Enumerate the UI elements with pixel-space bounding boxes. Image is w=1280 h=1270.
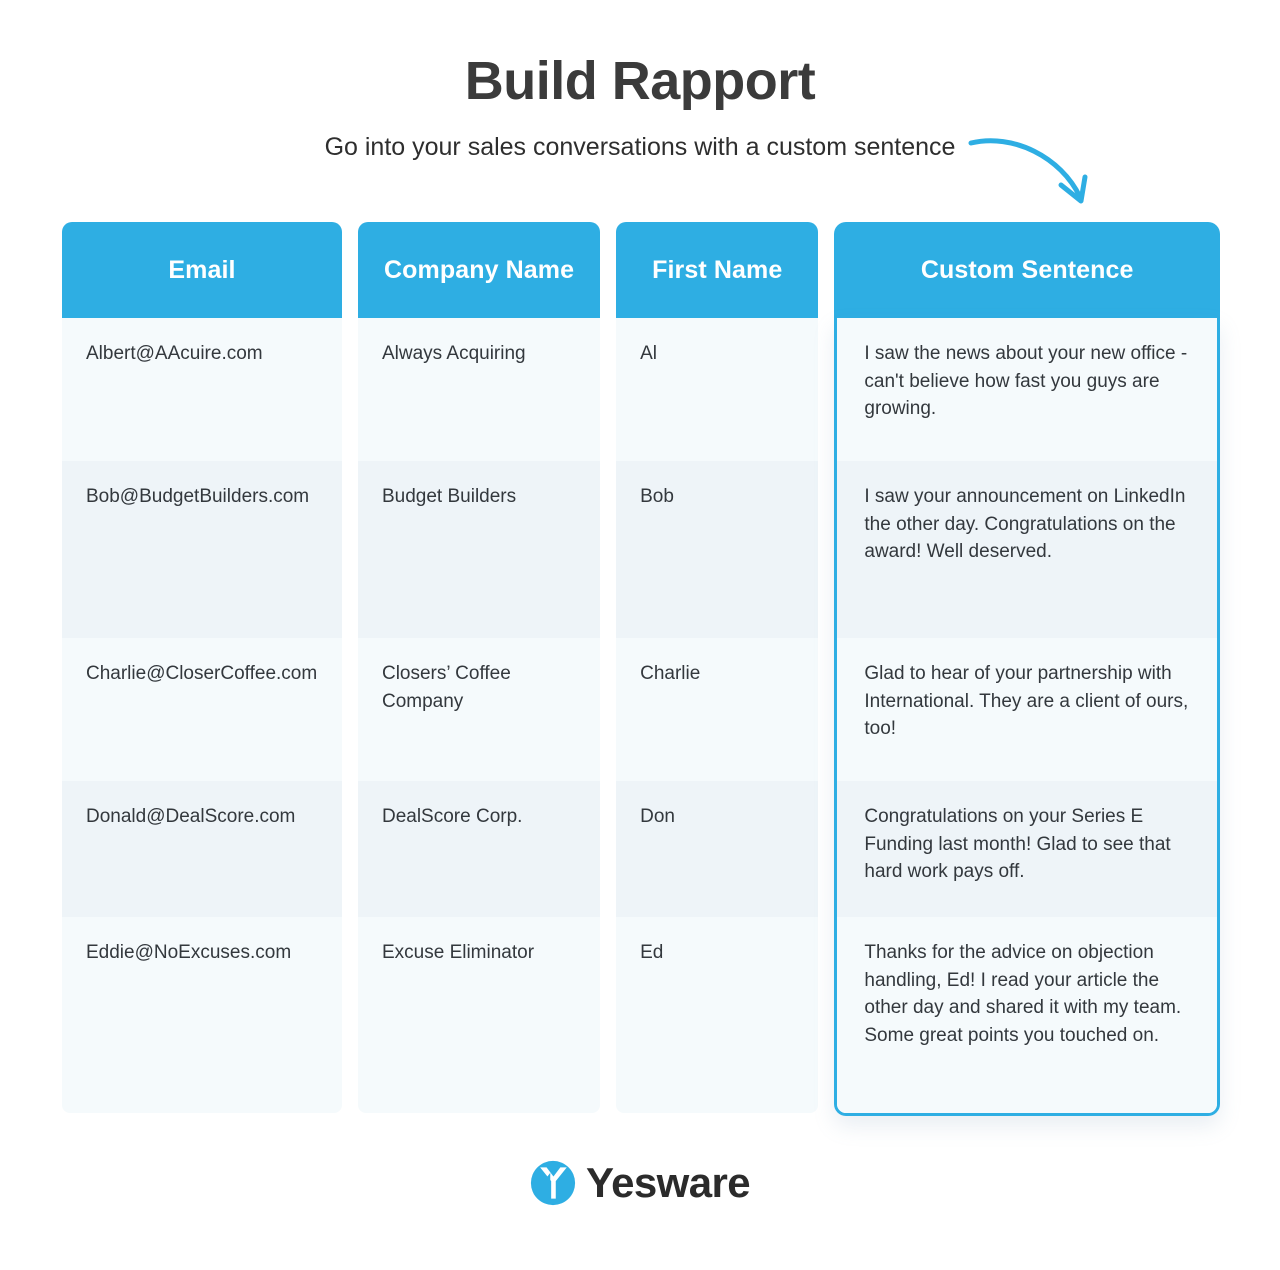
- page-subtitle: Go into your sales conversations with a …: [324, 133, 956, 162]
- column-header-company-name[interactable]: Company Name: [357, 222, 601, 318]
- table-cell-first-name: Al: [616, 318, 819, 461]
- table-cell-first-name: Ed: [616, 917, 819, 1113]
- rapport-table: Email Albert@AAcuire.com Bob@BudgetBuild…: [62, 222, 1220, 1116]
- table-cell-company: Excuse Eliminator: [357, 917, 601, 1113]
- table-cell-email: Donald@DealScore.com: [62, 781, 342, 917]
- table-column-body-email: Albert@AAcuire.com Bob@BudgetBuilders.co…: [62, 318, 342, 1113]
- brand-wordmark: Yesware: [586, 1159, 751, 1206]
- table-cell-custom-sentence: I saw the news about your new office - c…: [837, 318, 1217, 461]
- table-cell-email: Bob@BudgetBuilders.com: [62, 461, 342, 638]
- footer-branding: Yesware: [0, 1160, 1280, 1206]
- table-cell-email: Charlie@CloserCoffee.com: [62, 638, 342, 781]
- table-cell-email: Albert@AAcuire.com: [62, 318, 342, 461]
- table-cell-company: Always Acquiring: [357, 318, 601, 461]
- column-header-email[interactable]: Email: [62, 222, 342, 318]
- table-cell-company: Budget Builders: [357, 461, 601, 638]
- table-column-body-custom-sentence: I saw the news about your new office - c…: [834, 318, 1220, 1116]
- table-column-custom-sentence: Custom Sentence I saw the news about you…: [834, 222, 1220, 1116]
- table-column-first-name: First Name Al Bob Charlie Don Ed: [616, 222, 819, 1113]
- table-cell-custom-sentence: Congratulations on your Series E Funding…: [837, 781, 1217, 917]
- table-cell-company: DealScore Corp.: [357, 781, 601, 917]
- subtitle-row: Go into your sales conversations with a …: [0, 133, 1280, 213]
- table-cell-email: Eddie@NoExcuses.com: [62, 917, 342, 1113]
- table-cell-custom-sentence: Thanks for the advice on objection handl…: [837, 917, 1217, 1113]
- table-column-body-company-name: Always Acquiring Budget Builders Closers…: [357, 318, 601, 1113]
- table-cell-first-name: Don: [616, 781, 819, 917]
- table-cell-custom-sentence: I saw your announcement on LinkedIn the …: [837, 461, 1217, 638]
- table-cell-first-name: Bob: [616, 461, 819, 638]
- column-header-custom-sentence[interactable]: Custom Sentence: [834, 222, 1220, 318]
- table-column-email: Email Albert@AAcuire.com Bob@BudgetBuild…: [62, 222, 342, 1113]
- yesware-logo-icon: [530, 1160, 576, 1206]
- table-column-body-first-name: Al Bob Charlie Don Ed: [616, 318, 819, 1113]
- table-cell-first-name: Charlie: [616, 638, 819, 781]
- curved-arrow-down-right-icon: [968, 138, 1088, 204]
- table-column-company-name: Company Name Always Acquiring Budget Bui…: [357, 222, 601, 1113]
- page-title: Build Rapport: [464, 51, 816, 111]
- table-cell-company: Closers’ Coffee Company: [357, 638, 601, 781]
- table-cell-custom-sentence: Glad to hear of your partnership with In…: [837, 638, 1217, 781]
- column-header-first-name[interactable]: First Name: [616, 222, 819, 318]
